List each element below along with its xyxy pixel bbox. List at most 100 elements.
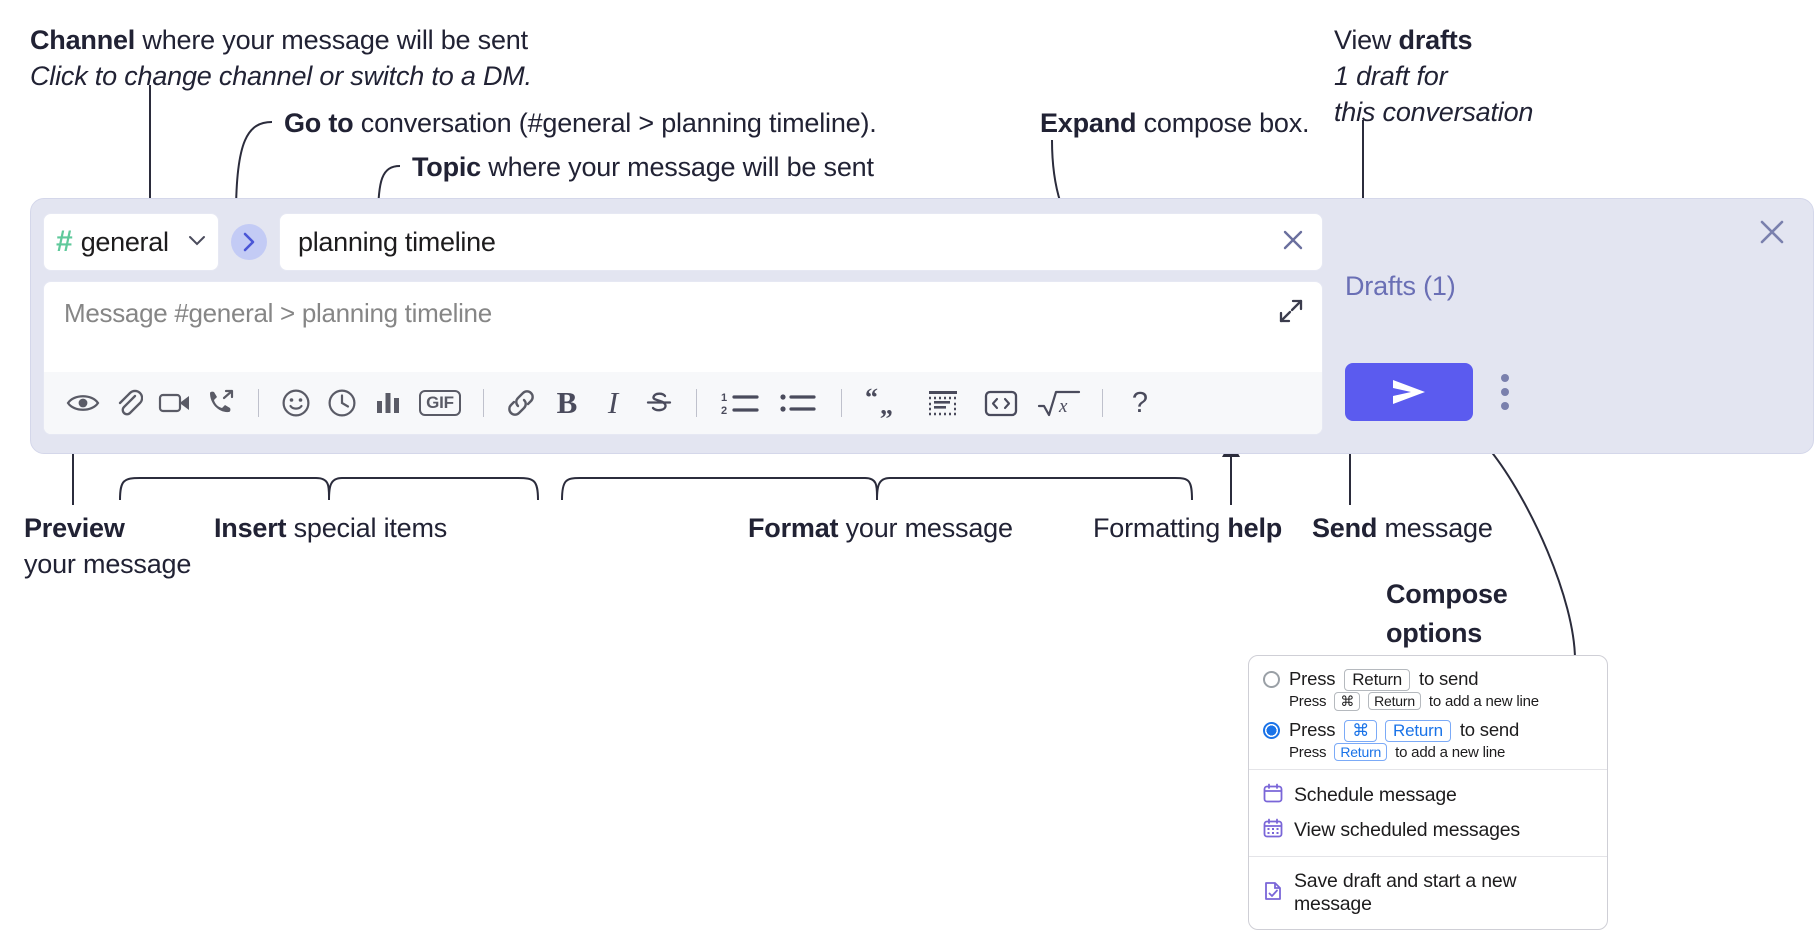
video-icon[interactable] — [152, 380, 198, 426]
gif-icon[interactable]: GIF — [411, 380, 469, 426]
menu-item-label: Schedule message — [1294, 784, 1457, 806]
annotation-format-bold: Format — [748, 513, 839, 543]
annotation-help-pre: Formatting — [1093, 513, 1228, 543]
math-icon[interactable]: x — [1030, 380, 1088, 426]
message-input[interactable]: Message #general > planning timeline — [44, 282, 1322, 372]
formatting-help-icon[interactable]: ? — [1117, 380, 1163, 426]
annotation-expand-bold: Expand — [1040, 108, 1137, 138]
menu-option2-sub-post: to add a new line — [1391, 744, 1506, 761]
key-return: Return — [1385, 720, 1451, 742]
message-input-wrapper: Message #general > planning timeline — [43, 281, 1323, 435]
close-icon[interactable] — [1755, 215, 1789, 254]
menu-option1-text: Press Return to send — [1289, 668, 1478, 691]
strikethrough-icon[interactable] — [636, 380, 682, 426]
annotation-drafts-sub1: 1 draft for — [1334, 61, 1448, 91]
drafts-link[interactable]: Drafts (1) — [1345, 271, 1456, 301]
toolbar-divider — [258, 389, 259, 417]
compose-options-button[interactable] — [1501, 374, 1509, 410]
menu-divider — [1249, 769, 1607, 770]
send-button[interactable] — [1345, 363, 1473, 421]
menu-option2-subtext: Press Return to add a new line — [1249, 743, 1607, 761]
calendar-icon — [1263, 783, 1283, 808]
huddle-call-icon[interactable] — [198, 380, 244, 426]
send-paper-plane-icon — [1393, 380, 1425, 404]
menu-option1-sub-pre: Press — [1289, 693, 1331, 710]
menu-option1-sub-post: to add a new line — [1424, 693, 1539, 710]
clock-icon[interactable] — [319, 380, 365, 426]
blockquote-icon[interactable]: “„ — [856, 380, 914, 426]
annotation-goto: Go to conversation (#general > planning … — [284, 105, 877, 141]
menu-item-label: Save draft and start a new message — [1294, 870, 1517, 915]
message-placeholder: Message #general > planning timeline — [64, 298, 492, 328]
annotation-drafts-pre: View — [1334, 25, 1399, 55]
svg-text:„: „ — [880, 391, 893, 418]
annotation-compose-options-line2: options — [1386, 618, 1483, 648]
emoji-icon[interactable] — [273, 380, 319, 426]
annotation-format: Format your message — [748, 510, 1013, 546]
hash-icon: # — [56, 225, 73, 258]
bulleted-list-icon[interactable] — [769, 380, 827, 426]
link-icon[interactable] — [498, 380, 544, 426]
channel-name-label: general — [80, 226, 169, 257]
svg-text:2: 2 — [721, 405, 727, 417]
radio-selected-icon — [1263, 722, 1280, 739]
annotation-expand: Expand compose box. — [1040, 105, 1310, 141]
menu-item-label: View scheduled messages — [1294, 819, 1520, 841]
key-command: ⌘ — [1344, 720, 1378, 742]
annotation-channel-bold: Channel — [30, 25, 136, 55]
formatting-toolbar: GIF B I — [44, 372, 1322, 434]
annotation-topic-rest: where your message will be sent — [481, 152, 874, 182]
svg-text:“: “ — [865, 388, 878, 412]
menu-divider — [1249, 856, 1607, 857]
channel-selector[interactable]: # general — [43, 213, 219, 271]
chevron-down-icon — [188, 232, 206, 252]
preview-icon[interactable] — [60, 380, 106, 426]
poll-chart-icon[interactable] — [365, 380, 411, 426]
menu-item-save-draft[interactable]: Save draft and start a new message — [1249, 865, 1607, 925]
help-label: ? — [1131, 386, 1149, 419]
menu-option2-sub-pre: Press — [1289, 744, 1331, 761]
toolbar-divider — [696, 389, 697, 417]
menu-item-view-scheduled[interactable]: View scheduled messages — [1249, 813, 1607, 848]
expand-icon[interactable] — [1278, 298, 1304, 329]
menu-radio-return[interactable]: Press Return to send — [1249, 666, 1607, 693]
italic-icon[interactable]: I — [590, 380, 636, 426]
attachment-icon[interactable] — [106, 380, 152, 426]
topic-value: planning timeline — [298, 226, 496, 257]
annotation-insert-bold: Insert — [214, 513, 287, 543]
radio-unselected-icon — [1263, 671, 1280, 688]
key-return: Return — [1344, 669, 1411, 691]
kebab-dot — [1501, 388, 1509, 396]
menu-option1-pre: Press — [1289, 668, 1341, 689]
annotation-preview: Preview your message — [24, 510, 191, 582]
annotation-channel-rest: where your message will be sent — [135, 25, 528, 55]
draft-check-icon — [1263, 881, 1283, 906]
compose-header-row: # general planning timeline — [43, 213, 1323, 271]
annotation-goto-bold: Go to — [284, 108, 354, 138]
kebab-dot — [1501, 374, 1509, 382]
menu-radio-cmd-return[interactable]: Press ⌘Return to send — [1249, 717, 1607, 744]
kebab-dot — [1501, 402, 1509, 410]
annotation-help-bold: help — [1227, 513, 1283, 543]
compose-box: # general planning timeline — [30, 198, 1814, 454]
toolbar-divider — [1102, 389, 1103, 417]
annotation-drafts-bold: drafts — [1398, 25, 1473, 55]
annotation-preview-line2: your message — [24, 549, 192, 579]
goto-conversation-button[interactable] — [231, 224, 267, 260]
compose-right-pane: Drafts (1) — [1323, 199, 1813, 453]
key-return: Return — [1334, 743, 1388, 761]
clear-topic-icon[interactable] — [1278, 225, 1308, 260]
compose-options-menu: Press Return to send Press ⌘Return to ad… — [1248, 655, 1608, 930]
inline-code-icon[interactable] — [972, 380, 1030, 426]
menu-item-schedule-message[interactable]: Schedule message — [1249, 778, 1607, 813]
annotation-insert-rest: special items — [286, 513, 448, 543]
code-block-icon[interactable] — [914, 380, 972, 426]
annotation-expand-rest: compose box. — [1136, 108, 1310, 138]
italic-label: I — [607, 385, 619, 420]
menu-option2-text: Press ⌘Return to send — [1289, 719, 1519, 742]
annotation-send: Send message — [1312, 510, 1493, 546]
gif-label: GIF — [419, 390, 461, 416]
bold-icon[interactable]: B — [544, 380, 590, 426]
topic-input[interactable]: planning timeline — [279, 213, 1323, 271]
